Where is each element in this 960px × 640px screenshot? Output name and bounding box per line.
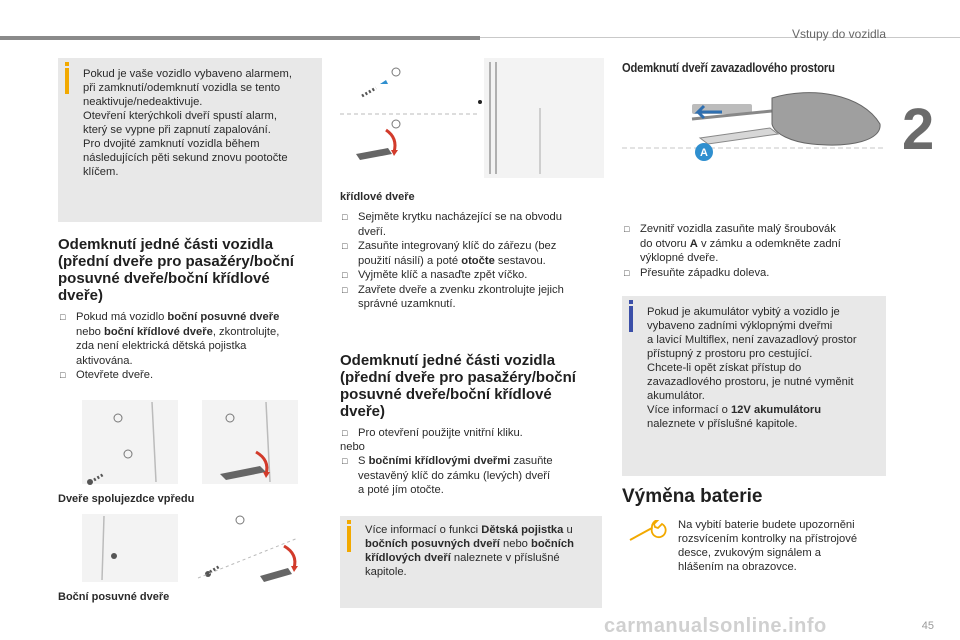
square-bullet-icon: □ xyxy=(342,241,348,251)
square-bullet-icon: □ xyxy=(342,270,348,280)
battery-section-title: Výměna baterie xyxy=(622,486,763,507)
list-item: □S bočními křídlovými dveřmi zasuňte ves… xyxy=(342,455,553,496)
sliding-door-illustration xyxy=(80,512,310,584)
list-item: □Vyjměte klíč a nasaďte zpět víčko. xyxy=(342,269,528,281)
child-lock-info-text: Více informací o funkci Dětská pojistka … xyxy=(365,524,574,578)
chapter-number: 2 xyxy=(902,97,935,162)
right-section-title: Odemknutí dveří zavazadlového prostoru xyxy=(622,60,835,75)
square-bullet-icon: □ xyxy=(624,224,630,234)
wing-bullets: □Sejměte krytku nacházející se na obvodu… xyxy=(342,210,604,312)
square-bullet-icon: □ xyxy=(342,212,348,222)
square-bullet-icon: □ xyxy=(342,456,348,466)
square-bullet-icon: □ xyxy=(342,428,348,438)
wing-door-illustration xyxy=(340,58,604,178)
middle-bullets-open: □Pro otevření použijte vnitřní kliku. xyxy=(342,426,604,441)
watermark: carmanualsonline.info xyxy=(604,615,827,637)
list-item: □Zasuňte integrovaný klíč do zářezu (bez… xyxy=(342,240,557,267)
section-title: Vstupy do vozidla xyxy=(791,27,886,41)
battery-access-info-box: Pokud je akumulátor vybitý a vozidlo je … xyxy=(622,296,886,476)
left-bullets: □Pokud má vozidlo boční posuvné dveře ne… xyxy=(60,310,328,383)
front-door-illustration xyxy=(80,398,300,486)
caption-front-door: Dveře spolujezdce vpředu xyxy=(58,493,195,505)
right-bullets: □Zevnitř vozidla zasuňte malý šroubovák … xyxy=(624,222,886,280)
caption-wing-door: křídlové dveře xyxy=(340,191,415,203)
figure-label-a: A xyxy=(700,147,708,159)
caption-sliding-door: Boční posuvné dveře xyxy=(58,591,170,603)
page-number: 45 xyxy=(921,620,934,632)
list-item: □Sejměte krytku nacházející se na obvodu… xyxy=(342,211,562,238)
list-item: □Otevřete dveře. xyxy=(60,369,154,381)
info-icon xyxy=(629,300,633,332)
battery-text: Na vybití baterie budete upozorněni rozs… xyxy=(678,519,858,573)
square-bullet-icon: □ xyxy=(624,267,630,278)
info-icon xyxy=(65,62,69,94)
info-icon xyxy=(347,520,351,552)
trunk-screwdriver-illustration: A xyxy=(622,84,886,204)
middle-bullets-wing: □S bočními křídlovými dveřmi zasuňte ves… xyxy=(342,454,604,498)
child-lock-info-box: Více informací o funkci Dětská pojistka … xyxy=(340,516,602,608)
left-section-title: Odemknutí jedné části vozidla (přední dv… xyxy=(58,236,294,304)
top-rule-thin xyxy=(480,37,960,38)
square-bullet-icon: □ xyxy=(60,370,66,380)
middle-section-title: Odemknutí jedné části vozidla (přední dv… xyxy=(340,352,576,420)
or-text: nebo xyxy=(340,441,365,453)
list-item: □Zavřete dveře a zvenku zkontrolujte jej… xyxy=(342,283,564,311)
battery-access-info-text: Pokud je akumulátor vybitý a vozidlo je … xyxy=(647,306,857,430)
square-bullet-icon: □ xyxy=(60,312,66,322)
wrench-icon xyxy=(628,518,668,544)
list-item: □Zevnitř vozidla zasuňte malý šroubovák … xyxy=(624,223,841,264)
list-item: □Přesuňte západku doleva. xyxy=(624,266,770,279)
list-item: □Pokud má vozidlo boční posuvné dveře ne… xyxy=(60,311,280,367)
top-rule xyxy=(0,36,480,40)
list-item: □Pro otevření použijte vnitřní kliku. xyxy=(342,427,523,439)
square-bullet-icon: □ xyxy=(342,284,348,295)
alarm-info-box: Pokud je vaše vozidlo vybaveno alarmem, … xyxy=(58,58,322,222)
alarm-info-text: Pokud je vaše vozidlo vybaveno alarmem, … xyxy=(83,68,292,178)
